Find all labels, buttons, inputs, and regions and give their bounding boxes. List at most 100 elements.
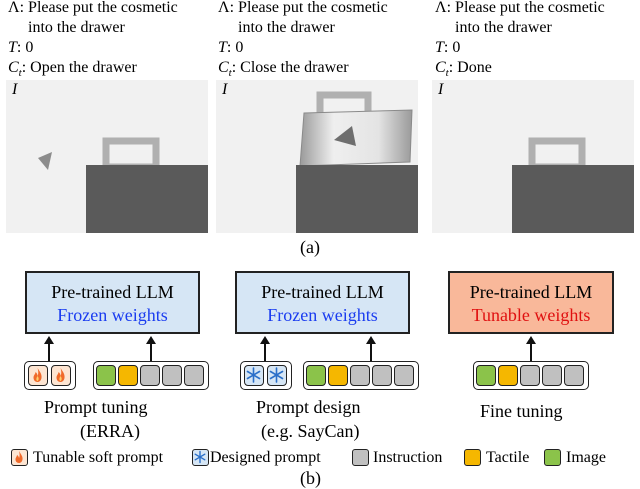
image-token xyxy=(96,365,116,386)
scene-3-drawing xyxy=(512,137,634,233)
column-2-text: Λ: Please put the cosmetic into the draw… xyxy=(218,0,428,83)
legend-tunable-chip xyxy=(11,449,28,466)
soft-prompt-tray xyxy=(24,361,76,390)
legend-tunable-label: Tunable soft prompt xyxy=(33,449,164,466)
arrow-shaft xyxy=(264,344,266,362)
c-symbol: C xyxy=(8,59,19,76)
method-sublabel: (ERRA) xyxy=(80,421,140,441)
subtask-value: : Done xyxy=(448,59,492,76)
tactile-token xyxy=(498,365,518,386)
legend-designed-chip xyxy=(192,449,209,466)
llm-box-fine-tuning: Pre-trained LLM Tunable weights xyxy=(448,271,614,334)
c-subscript: t xyxy=(228,67,232,80)
scene-image-2: I xyxy=(216,80,418,233)
tunable-prompt-token xyxy=(28,365,48,386)
arrow-up-icon xyxy=(526,336,536,344)
c-subscript: t xyxy=(445,67,449,80)
legend-tactile-chip xyxy=(464,449,481,466)
drawer-handle xyxy=(102,137,160,171)
image-label: I xyxy=(222,81,228,98)
image-token xyxy=(306,365,326,386)
cosmetic-object xyxy=(38,152,52,170)
subtask-line: Ct: Close the drawer xyxy=(218,58,428,83)
drawer-body xyxy=(296,165,418,233)
subtask-value: : Open the drawer xyxy=(21,59,137,76)
caption-b: (b) xyxy=(300,468,321,488)
snowflake-icon xyxy=(194,450,206,464)
legend-instruction-chip xyxy=(352,449,369,466)
designed-prompt-token xyxy=(244,365,264,386)
c-subscript: t xyxy=(18,67,22,80)
instruction-token xyxy=(162,365,182,386)
instruction-line: Λ: Please put the cosmetic xyxy=(218,0,388,16)
tactile-token xyxy=(328,365,348,386)
input-token-tray xyxy=(93,361,209,390)
column-3-text: Λ: Please put the cosmetic into the draw… xyxy=(435,0,640,83)
c-symbol: C xyxy=(435,59,446,76)
t-value: : 0 xyxy=(16,39,34,56)
llm-box-prompt-design: Pre-trained LLM Frozen weights xyxy=(235,271,410,334)
designed-prompt-token xyxy=(267,365,287,386)
legend-instruction-label: Instruction xyxy=(373,449,443,466)
drawer-handle xyxy=(528,137,586,171)
t-symbol: T xyxy=(218,39,227,56)
instruction-token xyxy=(372,365,392,386)
arrow-up-icon xyxy=(260,336,270,344)
image-label: I xyxy=(12,81,18,98)
drawer-body xyxy=(86,165,208,233)
flame-icon xyxy=(56,368,65,382)
t-value: : 0 xyxy=(226,39,244,56)
arrow-shaft xyxy=(370,344,372,362)
instruction-token xyxy=(394,365,414,386)
method-label: Prompt design xyxy=(256,397,361,417)
llm-weights: Frozen weights xyxy=(267,305,378,325)
instruction-line-cont: into the drawer xyxy=(455,19,552,36)
method-label: Fine tuning xyxy=(480,401,563,421)
instruction-token xyxy=(564,365,584,386)
flame-icon xyxy=(15,451,23,463)
column-1-text: Λ: Please put the cosmetic into the draw… xyxy=(8,0,218,83)
llm-title: Pre-trained LLM xyxy=(469,282,593,302)
scene-image-3: I xyxy=(432,80,634,233)
arrow-up-icon xyxy=(44,336,54,344)
instruction-token xyxy=(542,365,562,386)
arrow-shaft xyxy=(530,344,532,362)
scene-2-drawing xyxy=(296,91,418,233)
legend-image-label: Image xyxy=(566,449,606,466)
scene-1-drawing xyxy=(38,137,208,233)
snowflake-icon xyxy=(246,367,261,383)
input-token-tray xyxy=(303,361,419,390)
caption-a: (a) xyxy=(300,237,320,257)
arrow-shaft xyxy=(150,344,152,362)
timestep-line: T: 0 xyxy=(218,38,428,58)
arrow-up-icon xyxy=(366,336,376,344)
llm-title: Pre-trained LLM xyxy=(51,282,174,302)
designed-prompt-tray xyxy=(240,361,292,390)
legend-image-chip xyxy=(544,449,561,466)
subtask-line: Ct: Done xyxy=(435,58,640,83)
llm-weights: Frozen weights xyxy=(57,305,168,325)
snowflake-icon xyxy=(269,367,284,383)
image-token xyxy=(476,365,496,386)
scene-image-1: I xyxy=(6,80,208,233)
llm-box-prompt-tuning: Pre-trained LLM Frozen weights xyxy=(25,271,200,334)
instruction-token xyxy=(184,365,204,386)
c-symbol: C xyxy=(218,59,229,76)
open-drawer xyxy=(299,109,413,167)
instruction-line-cont: into the drawer xyxy=(238,19,335,36)
tunable-prompt-token xyxy=(51,365,71,386)
subtask-line: Ct: Open the drawer xyxy=(8,58,218,83)
legend-designed-label: Designed prompt xyxy=(210,449,321,466)
cosmetic-object xyxy=(334,126,356,146)
t-value: : 0 xyxy=(443,39,461,56)
llm-weights: Tunable weights xyxy=(471,305,591,325)
t-symbol: T xyxy=(435,39,444,56)
instruction-token xyxy=(140,365,160,386)
drawer-body xyxy=(512,165,634,233)
method-sublabel: (e.g. SayCan) xyxy=(261,421,360,441)
instruction-line: Λ: Please put the cosmetic xyxy=(8,0,178,16)
timestep-line: T: 0 xyxy=(8,38,218,58)
input-token-tray xyxy=(473,361,589,390)
tactile-token xyxy=(118,365,138,386)
arrow-shaft xyxy=(48,344,50,362)
